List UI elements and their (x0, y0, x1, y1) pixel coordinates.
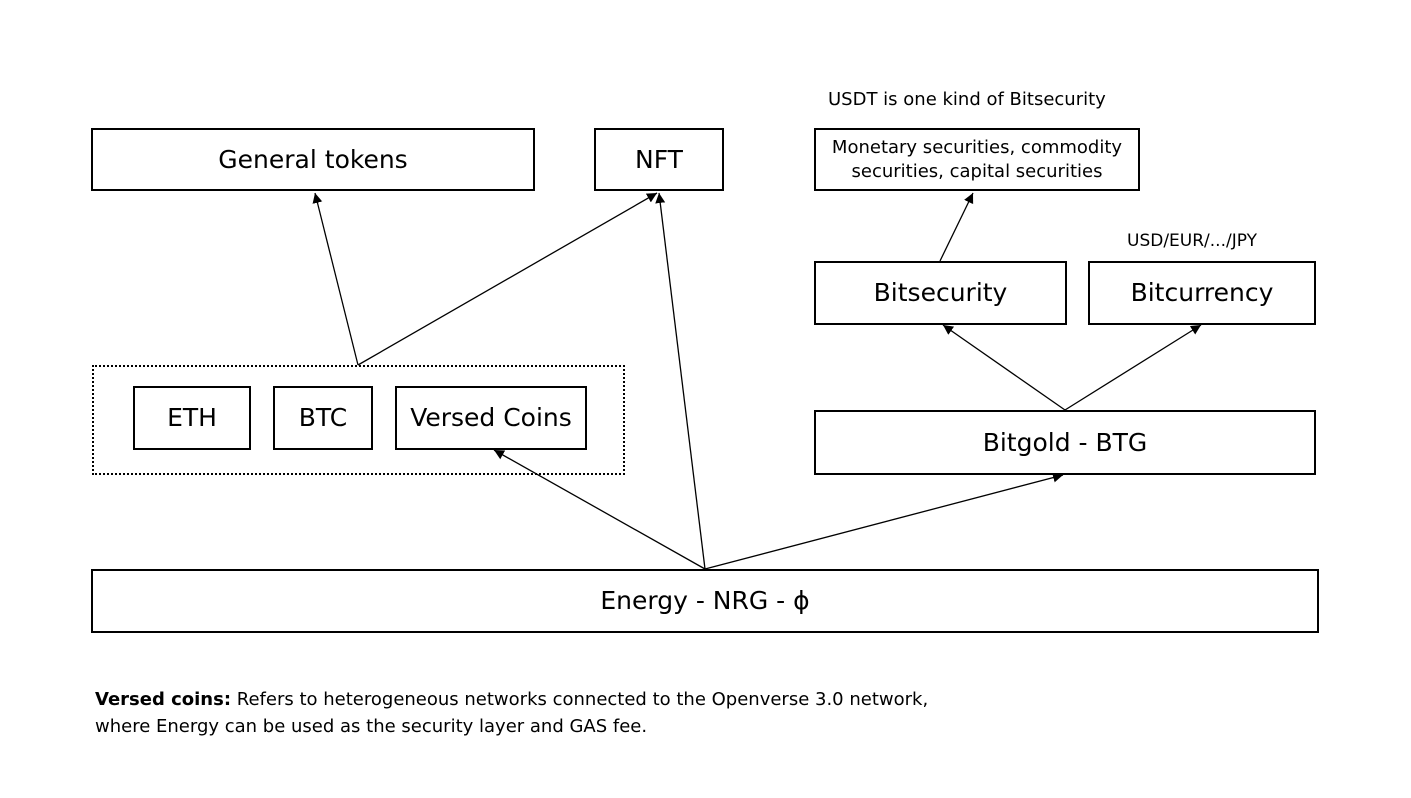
node-nft: NFT (594, 128, 724, 191)
node-btc-label: BTC (298, 403, 348, 432)
node-securities-types-label: Monetary securities, commodity securitie… (831, 136, 1123, 182)
node-nft-label: NFT (635, 144, 683, 174)
node-energy: Energy - NRG - ϕ (91, 569, 1319, 633)
node-bitgold-label: Bitgold - BTG (982, 427, 1148, 457)
node-bitgold: Bitgold - BTG (814, 410, 1316, 475)
node-energy-label: Energy - NRG - ϕ (600, 586, 810, 615)
footnote: Versed coins: Refers to heterogeneous ne… (95, 686, 995, 740)
edge-coins-to-nft (357, 192, 658, 366)
node-btc: BTC (273, 386, 373, 450)
usdt-annotation: USDT is one kind of Bitsecurity (828, 89, 1106, 110)
footnote-term: Versed coins: (95, 689, 232, 710)
node-general-tokens: General tokens (91, 128, 535, 191)
edge-coins-to-general-tokens (312, 192, 359, 366)
node-eth-label: ETH (167, 403, 217, 432)
node-versed-coins-label: Versed Coins (410, 403, 572, 432)
node-bitsecurity: Bitsecurity (814, 261, 1067, 325)
node-general-tokens-label: General tokens (218, 144, 408, 174)
edge-bitgold-to-bitcurrency (1064, 324, 1202, 411)
node-bitcurrency-label: Bitcurrency (1130, 278, 1274, 307)
footnote-line-2: where Energy can be used as the security… (95, 716, 648, 737)
edge-energy-to-nft (655, 192, 706, 570)
coin-group-dotted-box (92, 365, 625, 475)
node-bitsecurity-label: Bitsecurity (873, 278, 1008, 307)
edge-bitsecurity-to-securities (939, 192, 974, 262)
node-versed-coins: Versed Coins (395, 386, 587, 450)
node-bitcurrency: Bitcurrency (1088, 261, 1316, 325)
footnote-line-1: Versed coins: Refers to heterogeneous ne… (95, 686, 995, 713)
node-eth: ETH (133, 386, 251, 450)
currency-annotation: USD/EUR/.../JPY (1127, 231, 1257, 251)
edge-bitgold-to-bitsecurity (942, 324, 1066, 411)
footnote-line-1-text: Refers to heterogeneous networks connect… (236, 689, 929, 710)
node-securities-types: Monetary securities, commodity securitie… (814, 128, 1140, 191)
edge-energy-to-versed-coins (493, 449, 706, 570)
edge-energy-to-bitgold (704, 472, 1064, 570)
